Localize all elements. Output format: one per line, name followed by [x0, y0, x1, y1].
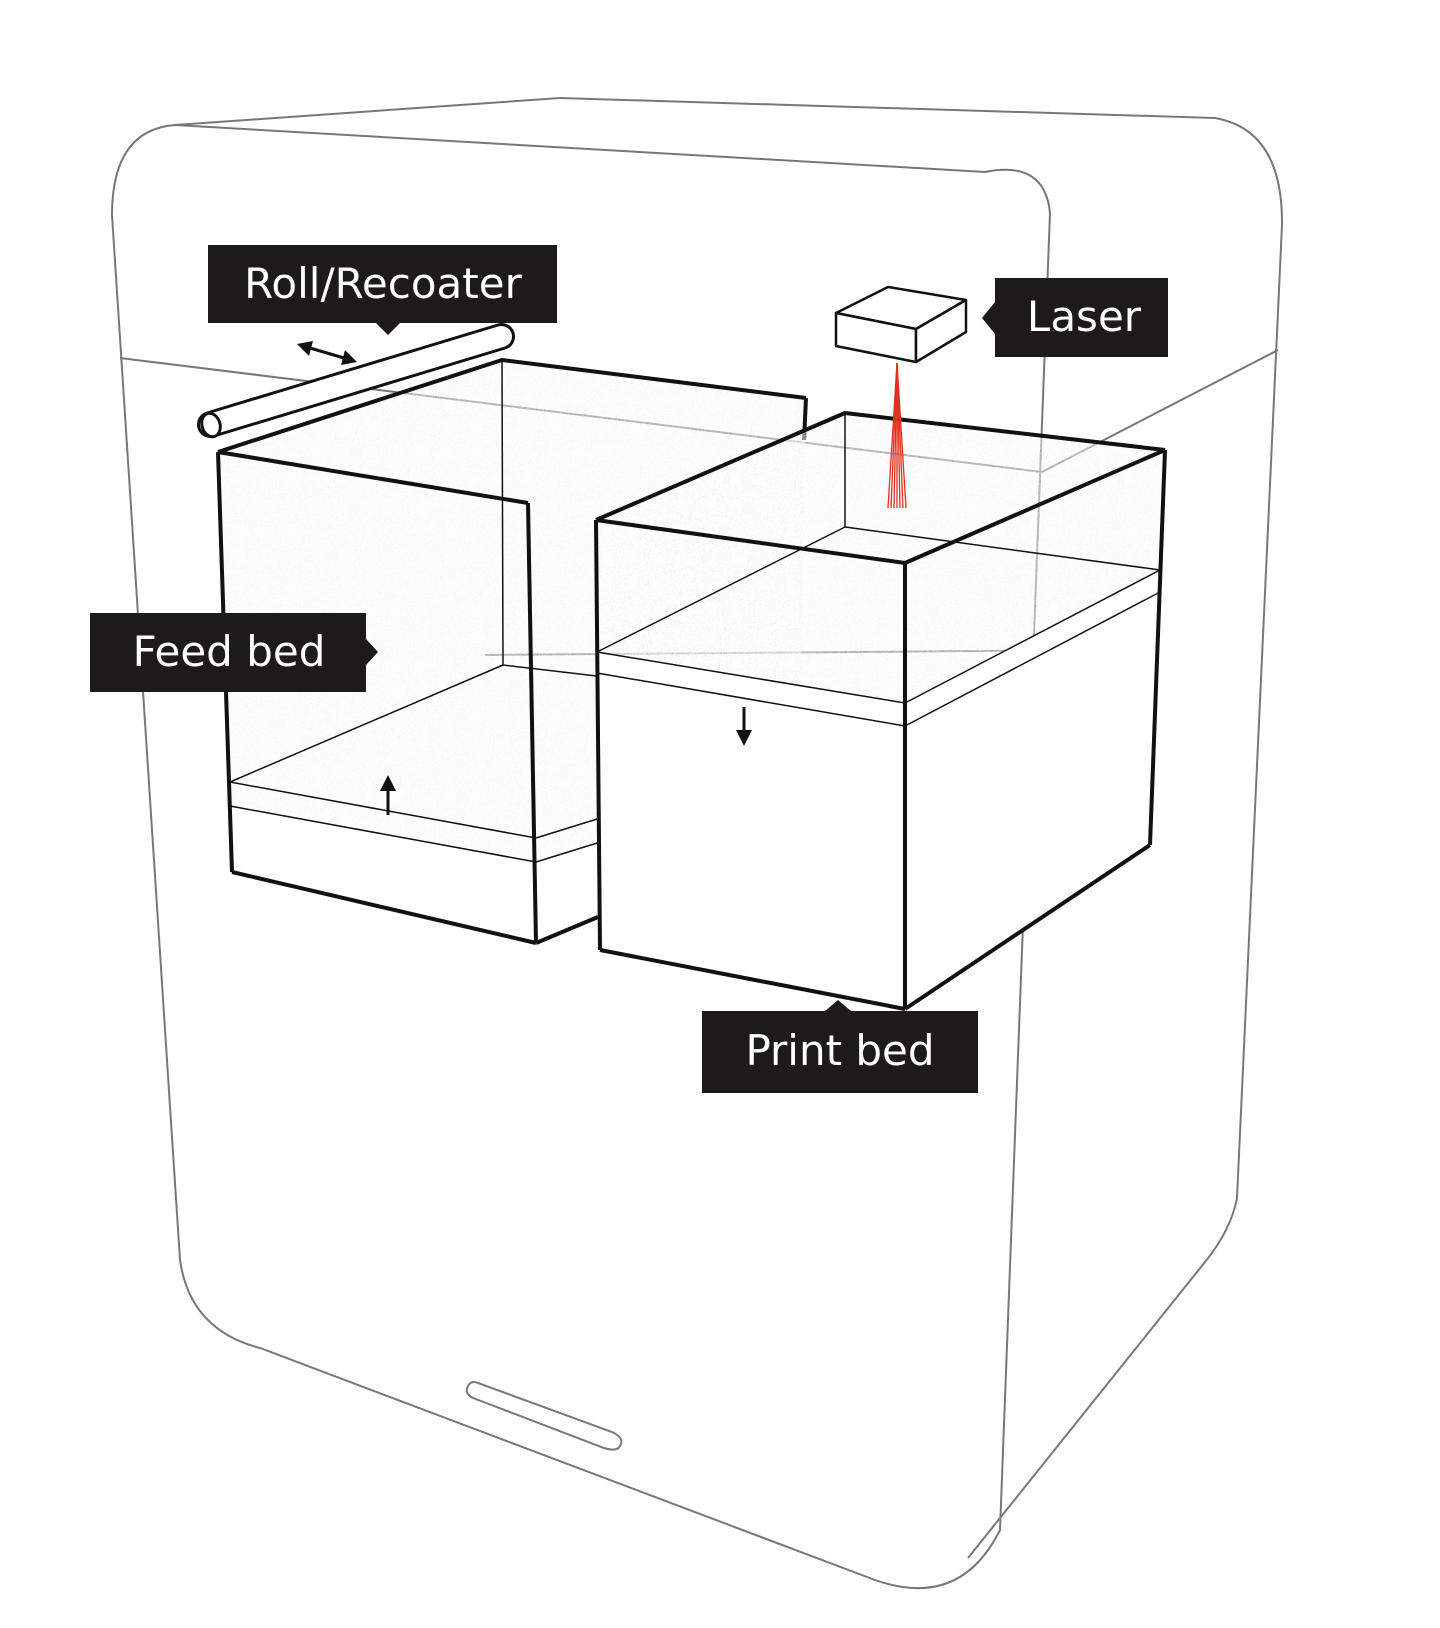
print-bed-inner-lines [596, 413, 1161, 727]
laser-box-side [914, 298, 968, 364]
label-print-bed-text: Print bed [745, 1026, 934, 1075]
feed-bed-powder-front [218, 452, 536, 862]
front-slot [465, 1381, 623, 1451]
label-laser-text: Laser [1027, 292, 1142, 341]
label-feed-bed-text: Feed bed [133, 627, 326, 676]
print-bed-right [905, 570, 1160, 1009]
housing-top-back-edge [174, 96, 1284, 226]
print-bed-box [594, 411, 1167, 1011]
feed-bed-outer-edges [216, 358, 808, 945]
roller-end-cap [200, 411, 222, 439]
print-bed-powder-right [905, 450, 1165, 703]
arrow-up-icon [380, 775, 396, 815]
label-feed-bed: Feed bed [90, 613, 378, 692]
print-bed-outer-edges [594, 411, 1167, 1011]
print-bed-front [597, 652, 905, 1009]
arrow-down-icon [736, 707, 752, 746]
label-roll-recoater-text: Roll/Recoater [244, 259, 522, 308]
recoater-roller [197, 323, 515, 439]
laser-unit [834, 285, 968, 364]
laser-beam [887, 362, 907, 509]
housing-right-side [967, 224, 1283, 1559]
label-laser: Laser [982, 278, 1168, 357]
housing-front-outline [110, 123, 1052, 1590]
label-print-bed: Print bed [702, 1000, 978, 1093]
feed-bed-piston-front [230, 806, 536, 943]
feed-bed-powder-top [218, 360, 806, 503]
double-arrow-horizontal-icon [297, 341, 357, 365]
print-bed-powder-top [596, 413, 1165, 563]
roller-body [197, 323, 515, 438]
print-bed-powder-front [596, 520, 905, 703]
label-roll-recoater: Roll/Recoater [208, 245, 557, 335]
